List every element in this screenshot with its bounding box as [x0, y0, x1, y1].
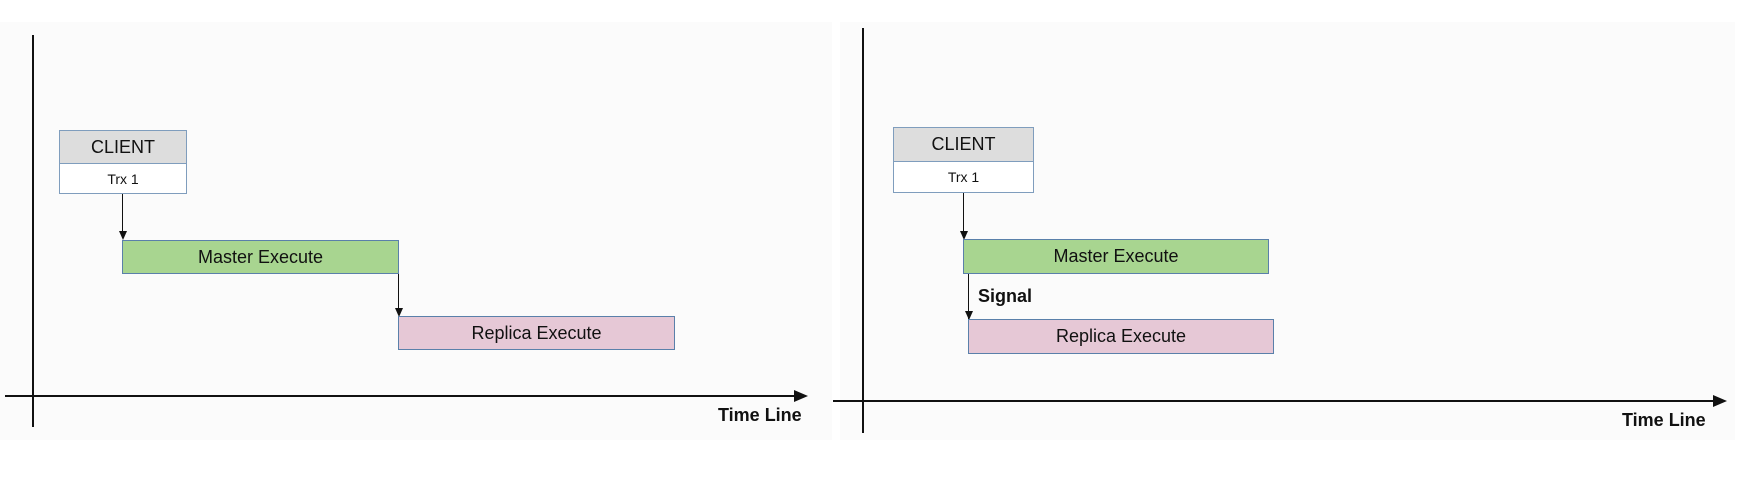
left-client-box: CLIENT Trx 1 [59, 130, 187, 194]
left-y-axis [32, 35, 34, 427]
left-x-axis-arrowhead [794, 390, 808, 402]
right-x-axis-label: Time Line [1622, 410, 1706, 430]
right-y-axis [862, 28, 864, 433]
right-signal-arrow [968, 274, 969, 319]
right-diagram-panel [840, 22, 1735, 440]
right-signal-arrowhead [965, 311, 973, 320]
left-client-to-master-arrow [122, 194, 123, 238]
right-client-box: CLIENT Trx 1 [893, 127, 1034, 193]
right-master-execute-box: Master Execute [963, 239, 1269, 274]
left-client-transaction: Trx 1 [60, 164, 186, 193]
left-replica-execute-box: Replica Execute [398, 316, 675, 350]
left-client-title: CLIENT [60, 131, 186, 164]
right-client-transaction: Trx 1 [894, 162, 1033, 192]
right-signal-label: Signal [978, 286, 1033, 306]
right-client-title: CLIENT [894, 128, 1033, 162]
left-master-execute-box: Master Execute [122, 240, 399, 274]
left-client-to-master-arrowhead [119, 231, 127, 240]
left-x-axis-label: Time Line [718, 405, 802, 425]
right-x-axis-arrowhead [1713, 395, 1727, 407]
right-replica-execute-box: Replica Execute [968, 319, 1274, 354]
right-client-to-master-arrowhead [960, 231, 968, 240]
left-master-to-replica-arrow [398, 274, 399, 314]
right-client-to-master-arrow [963, 193, 964, 238]
left-x-axis [5, 395, 800, 397]
left-diagram-panel [0, 22, 832, 440]
left-master-to-replica-arrowhead [395, 308, 403, 317]
right-x-axis [833, 400, 1717, 402]
